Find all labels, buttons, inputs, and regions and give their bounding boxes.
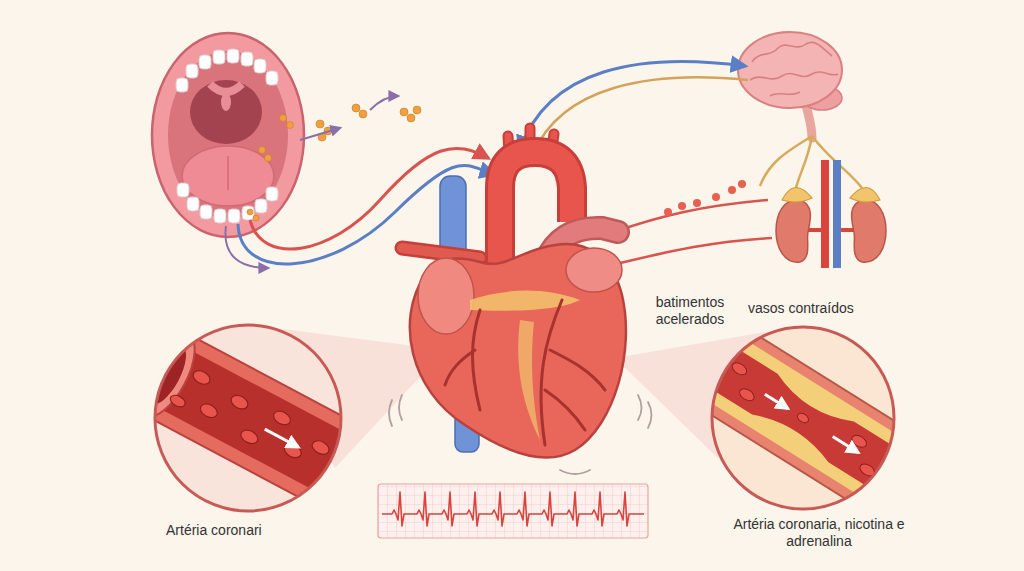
kidney-illustration	[776, 160, 886, 268]
brain-illustration	[738, 32, 862, 188]
heart-illustration	[389, 128, 652, 474]
inset-caption: Artéria coronaria, nicotina e adrenalina	[730, 516, 908, 550]
ecg-strip	[378, 484, 648, 538]
vessel-label: vasos contraídos	[748, 300, 888, 317]
heart-rate-label: batimentos acelerados	[640, 294, 740, 328]
hormone-arrows	[607, 180, 772, 266]
inset-caption: Artéria coronari	[166, 522, 336, 539]
constricted-artery-inset	[651, 300, 954, 537]
artery-inset	[94, 307, 402, 529]
mouth-illustration	[152, 33, 421, 237]
